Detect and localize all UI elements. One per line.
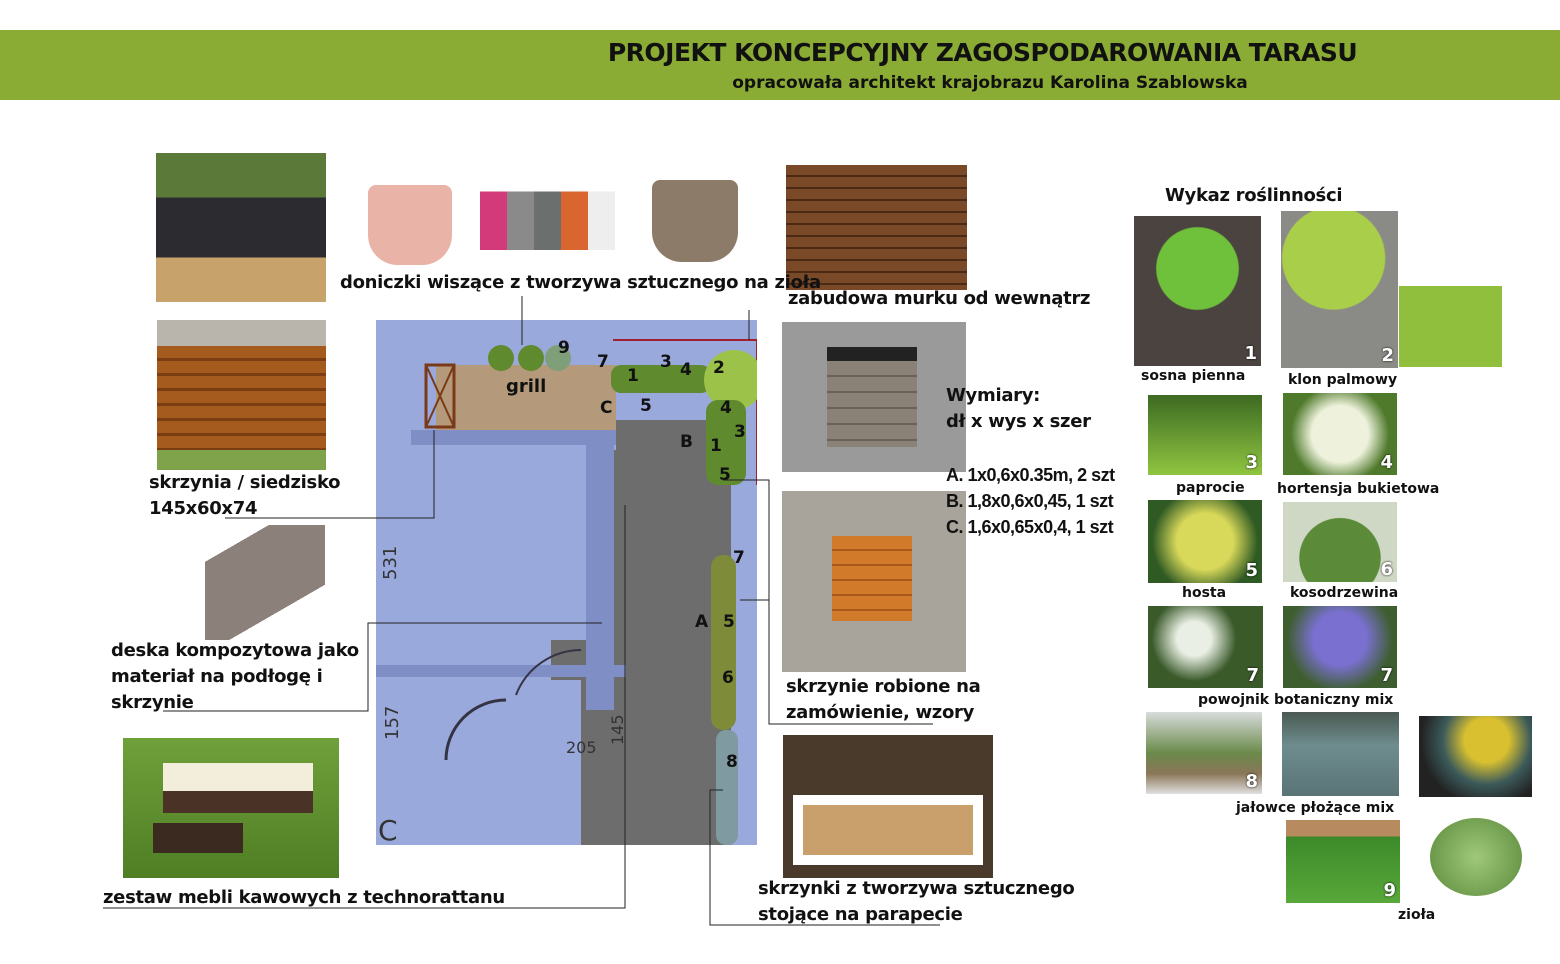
plant-name-1: sosna pienna — [1141, 368, 1246, 384]
plan-marker-1: 1 — [627, 366, 639, 386]
custom-boxes-label-2: zamówienie, wzory — [786, 702, 975, 723]
plant-photo-5: 5 — [1148, 500, 1262, 583]
wall-build-label: zabudowa murku od wewnątrz — [788, 288, 1091, 309]
orange-box-photo — [782, 491, 966, 672]
dimension-b: B. 1,8x0,6x0,45, 1 szt — [946, 491, 1114, 511]
grill-box — [424, 363, 456, 429]
plant-name-2: klon palmowy — [1288, 372, 1398, 388]
hanging-pots-label: doniczki wiszące z tworzywa sztucznego n… — [340, 272, 821, 293]
dim-531: 531 — [380, 546, 401, 580]
plant-photo-8c — [1419, 716, 1532, 797]
dimension-c: C. 1,6x0,65x0,4, 1 szt — [946, 517, 1114, 537]
composite-deck-photo — [205, 525, 325, 640]
grill-label: grill — [506, 376, 546, 397]
wood-wall-photo — [786, 165, 967, 290]
custom-boxes-label-1: skrzynie robione na — [786, 676, 981, 697]
plant-photo-8b — [1282, 712, 1399, 796]
chest-label: skrzynia / siedzisko — [149, 472, 341, 493]
brown-pot-photo — [652, 180, 738, 262]
plant-name-4: hortensja bukietowa — [1277, 481, 1440, 497]
plan-marker-5c: 5 — [723, 612, 735, 632]
pink-pot-photo — [368, 185, 452, 265]
room-label: C — [378, 814, 398, 845]
plan-marker-c: C — [600, 398, 613, 418]
white-boxes-photo — [783, 735, 993, 878]
dimension-a: A. 1x0,6x0.35m, 2 szt — [946, 465, 1115, 485]
plastic-boxes-label-1: skrzynki z tworzywa sztucznego — [758, 878, 1075, 899]
plant-photo-9b — [1430, 818, 1522, 896]
plant-list-heading: Wykaz roślinności — [1165, 185, 1343, 206]
terrace-plan: 531 157 205 145 C grill — [376, 320, 757, 845]
plan-marker-8: 8 — [726, 752, 738, 772]
plant-photo-4: 4 — [1283, 393, 1397, 475]
plan-marker-7: 7 — [597, 352, 609, 372]
plan-marker-6: 6 — [722, 668, 734, 688]
plant-photo-7b: 7 — [1283, 606, 1397, 688]
plan-marker-1b: 1 — [710, 436, 722, 456]
furniture-label: zestaw mebli kawowych z technorattanu — [103, 887, 505, 908]
plant-name-9: zioła — [1398, 907, 1436, 923]
plant-photo-8a: 8 — [1146, 712, 1262, 794]
plant-name-5: hosta — [1182, 585, 1227, 601]
dimensions-heading: Wymiary: — [946, 385, 1041, 406]
wooden-deck-top — [436, 365, 616, 430]
plan-marker-2: 2 — [713, 358, 725, 378]
dimensions-format: dł x wys x szer — [946, 411, 1091, 432]
plant-photo-9a: 9 — [1286, 820, 1400, 903]
plan-marker-5b: 5 — [719, 465, 731, 485]
composite-deck-label-2: materiał na podłogę i — [111, 666, 323, 687]
page-title: PROJEKT KONCEPCYJNY ZAGOSPODAROWANIA TAR… — [607, 38, 1358, 67]
plan-marker-5: 5 — [640, 396, 652, 416]
wall — [411, 430, 616, 445]
plan-marker-4: 4 — [680, 360, 692, 380]
chest-photo — [157, 320, 326, 470]
plan-marker-a: A — [695, 612, 709, 632]
plan-marker-9: 9 — [558, 338, 570, 358]
plan-marker-3b: 3 — [734, 422, 746, 442]
dim-205: 205 — [566, 738, 597, 757]
plant-name-3: paprocie — [1176, 480, 1245, 496]
plan-marker-4b: 4 — [720, 398, 732, 418]
plant-photo-3: 3 — [1148, 395, 1262, 475]
colored-pots-photo — [480, 191, 615, 250]
plant-photo-7a: 7 — [1148, 606, 1263, 688]
plan-marker-7b: 7 — [733, 548, 745, 568]
bench-photo — [156, 153, 326, 302]
plant-photo-2: 2 — [1281, 211, 1398, 368]
plan-marker-b: B — [680, 432, 693, 452]
wooden-planter-photo — [782, 322, 966, 472]
header-band — [0, 30, 1560, 100]
rattan-furniture-photo — [123, 738, 339, 878]
plant-photo-6: 6 — [1283, 502, 1397, 582]
plant-name-7: powojnik botaniczny mix — [1198, 692, 1394, 708]
plant-photo-1: 1 — [1134, 216, 1261, 366]
composite-deck-label-1: deska kompozytowa jako — [111, 640, 359, 661]
plant-name-6: kosodrzewina — [1290, 585, 1399, 601]
plant-name-8: jałowce płożące mix — [1236, 800, 1395, 816]
dim-145: 145 — [608, 714, 627, 745]
dim-157: 157 — [382, 706, 403, 740]
page-subtitle: opracowała architekt krajobrazu Karolina… — [732, 73, 1248, 93]
plan-marker-3: 3 — [660, 352, 672, 372]
plastic-boxes-label-2: stojące na parapecie — [758, 904, 963, 925]
plant-photo-2b — [1399, 286, 1502, 367]
composite-deck-label-3: skrzynie — [111, 692, 194, 713]
chest-size-label: 145x60x74 — [149, 498, 258, 519]
